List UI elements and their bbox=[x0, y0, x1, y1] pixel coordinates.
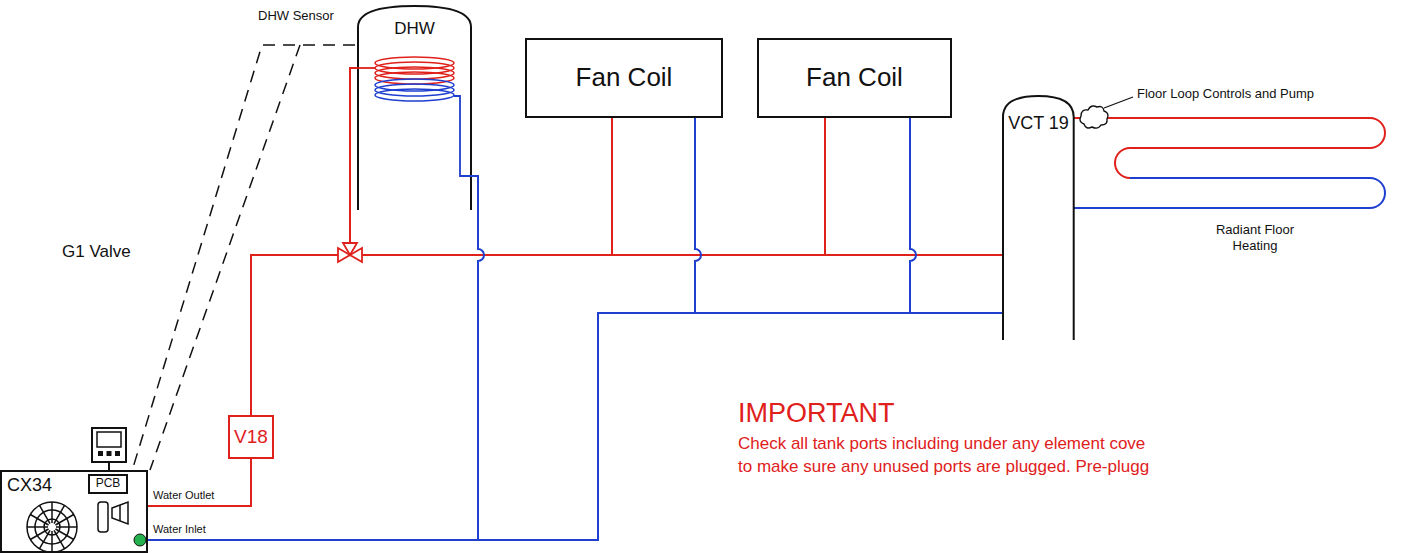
pipe-connector bbox=[128, 45, 357, 484]
node-label: DHW bbox=[394, 19, 435, 39]
pipe-connector bbox=[251, 118, 825, 415]
pipe-connector bbox=[148, 118, 916, 540]
port-label: Water Inlet bbox=[153, 523, 206, 536]
node-label: PCB bbox=[96, 477, 121, 491]
pump-symbol bbox=[1080, 106, 1108, 128]
pcb-box: PCB bbox=[88, 474, 128, 494]
node-label: VCT 19 bbox=[1008, 113, 1069, 134]
pipe-connector bbox=[148, 313, 1002, 540]
node-label: Fan Coil bbox=[806, 63, 903, 93]
pipe-connector bbox=[251, 68, 357, 415]
dhw-tank: DHW bbox=[357, 5, 472, 210]
pipe-connector bbox=[148, 459, 251, 506]
callout-label: Floor Loop Controls and Pump bbox=[1137, 86, 1314, 102]
area-label: Radiant Floor Heating bbox=[1205, 222, 1305, 253]
floor-loop-return bbox=[1072, 178, 1385, 208]
buffer-tank: VCT 19 bbox=[1002, 95, 1075, 340]
pipe-connector bbox=[148, 176, 484, 540]
three-way-valve bbox=[338, 243, 362, 262]
node-label: V18 bbox=[234, 426, 268, 448]
fan-coil-box: Fan Coil bbox=[525, 38, 723, 118]
controller-symbol bbox=[92, 428, 126, 473]
port-label: Water Outlet bbox=[153, 489, 214, 502]
valve-label: G1 Valve bbox=[62, 242, 131, 262]
floor-loop-supply bbox=[1072, 118, 1385, 178]
valve-box: V18 bbox=[228, 415, 274, 459]
node-label: CX34 bbox=[7, 475, 52, 496]
sensor-label: DHW Sensor bbox=[258, 8, 334, 24]
node-label: Fan Coil bbox=[576, 63, 673, 93]
warning-note: to make sure any unused ports are plugge… bbox=[738, 457, 1149, 477]
warning-note: Check all tank ports including under any… bbox=[738, 434, 1145, 454]
heat-pump-unit: CX34 PCB bbox=[0, 470, 148, 553]
fan-coil-box: Fan Coil bbox=[757, 38, 952, 118]
sensor-line bbox=[150, 45, 300, 470]
warning-heading: IMPORTANT bbox=[738, 397, 895, 429]
leader-line bbox=[1104, 97, 1133, 108]
pipe-connector bbox=[251, 255, 1002, 415]
